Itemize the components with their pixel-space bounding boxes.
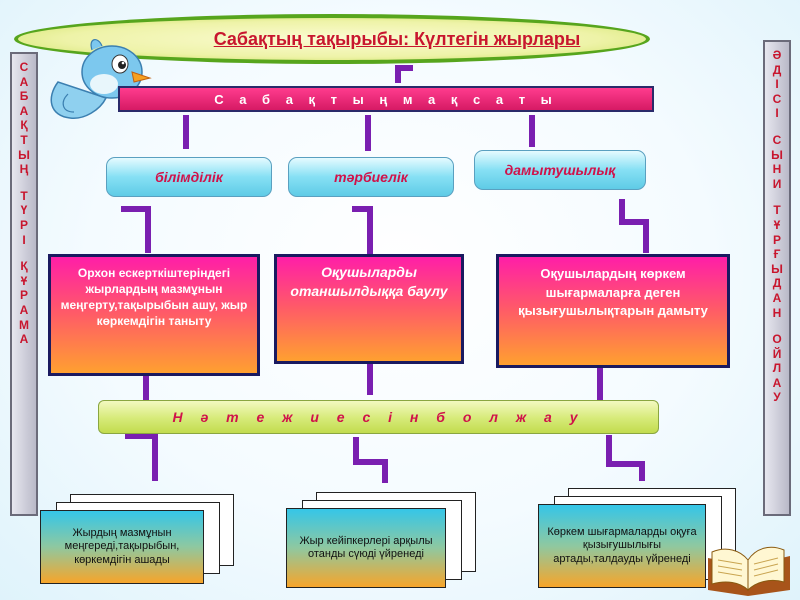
expected-result-bar: Н ә т е ж и е с і н б о л ж а у <box>98 400 659 434</box>
outcome-box-1: Жырдың мазмұнын меңгереді,тақырыбын, көр… <box>40 510 204 584</box>
outcome-box-2: Жыр кейіпкерлері арқылы отанды сүюді үйр… <box>286 508 446 588</box>
connector-title-to-purpose <box>395 65 413 83</box>
bird-icon <box>50 39 152 119</box>
category-tarbielik: тәрбиелік <box>288 157 454 197</box>
lesson-title: Сабақтың тақырыбы: Күлтегін жырлары <box>213 28 581 49</box>
category-damytushylyk: дамытушылық <box>474 150 646 190</box>
category-bilimdilik: білімділік <box>106 157 272 197</box>
lesson-purpose-bar: С а б а қ т ы ң м а қ с а т ы <box>118 86 654 112</box>
objective-box-2: Оқушыларды отаншылдыққа баулу <box>274 254 464 364</box>
objective-box-3: Оқушылардың көркем шығармаларға деген қы… <box>496 254 730 368</box>
connector-result-to-outcome3 <box>606 435 645 481</box>
connector-bilimdilik-to-objective <box>121 206 151 253</box>
open-book-icon <box>708 546 790 596</box>
connector-result-to-outcome2 <box>353 437 388 483</box>
connector-damytushylyk-to-objective <box>619 199 649 253</box>
connector-tarbielik-to-objective <box>352 206 373 255</box>
outcome-box-3: Көркем шығармаларды оқуға қызығушылығы а… <box>538 504 706 588</box>
objective-box-1: Орхон ескерткіштеріндегі жырлардың мазмұ… <box>48 254 260 376</box>
connector-result-to-outcome1 <box>125 433 158 481</box>
